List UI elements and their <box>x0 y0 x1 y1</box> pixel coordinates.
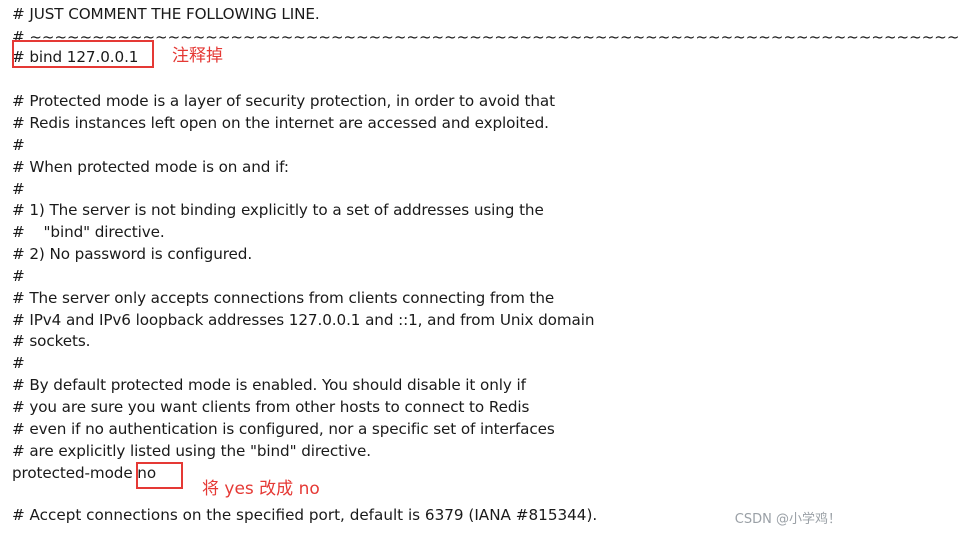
comment-line: # By default protected mode is enabled. … <box>12 376 526 394</box>
csdn-watermark: CSDN @小学鸡！ <box>734 512 841 527</box>
comment-line: # <box>12 267 25 285</box>
comment-line: # The server only accepts connections fr… <box>12 289 555 307</box>
config-document: # JUST COMMENT THE FOLLOWING LINE. # ~~~… <box>12 5 959 527</box>
bind-highlight-box <box>12 40 154 68</box>
comment-line: # When protected mode is on and if: <box>12 158 289 176</box>
comment-line: # <box>12 354 25 372</box>
comment-line: # 2) No password is configured. <box>12 245 253 263</box>
comment-line: # Redis instances left open on the inter… <box>12 114 549 132</box>
protected-mode-annotation: 将 yes 改成 no <box>202 479 320 499</box>
comment-line: # you are sure you want clients from oth… <box>12 398 530 416</box>
comment-line: # JUST COMMENT THE FOLLOWING LINE. <box>12 5 320 23</box>
bind-annotation: 注释掉 <box>172 46 223 66</box>
comment-line: # are explicitly listed using the "bind"… <box>12 442 371 460</box>
comment-line: # IPv4 and IPv6 loopback addresses 127.0… <box>12 311 595 329</box>
comment-line: # <box>12 180 25 198</box>
protected-mode-line: protected-mode no <box>12 464 157 482</box>
protected-mode-highlight-box <box>136 462 183 489</box>
comment-line: # even if no authentication is configure… <box>12 420 555 438</box>
comment-line: # sockets. <box>12 332 91 350</box>
comment-line: # "bind" directive. <box>12 223 165 241</box>
comment-line: # 1) The server is not binding explicitl… <box>12 201 544 219</box>
comment-line: # Protected mode is a layer of security … <box>12 92 555 110</box>
bind-line: # bind 127.0.0.1 <box>12 48 139 66</box>
comment-line: # <box>12 136 25 154</box>
port-comment-line: # Accept connections on the specified po… <box>12 506 598 524</box>
